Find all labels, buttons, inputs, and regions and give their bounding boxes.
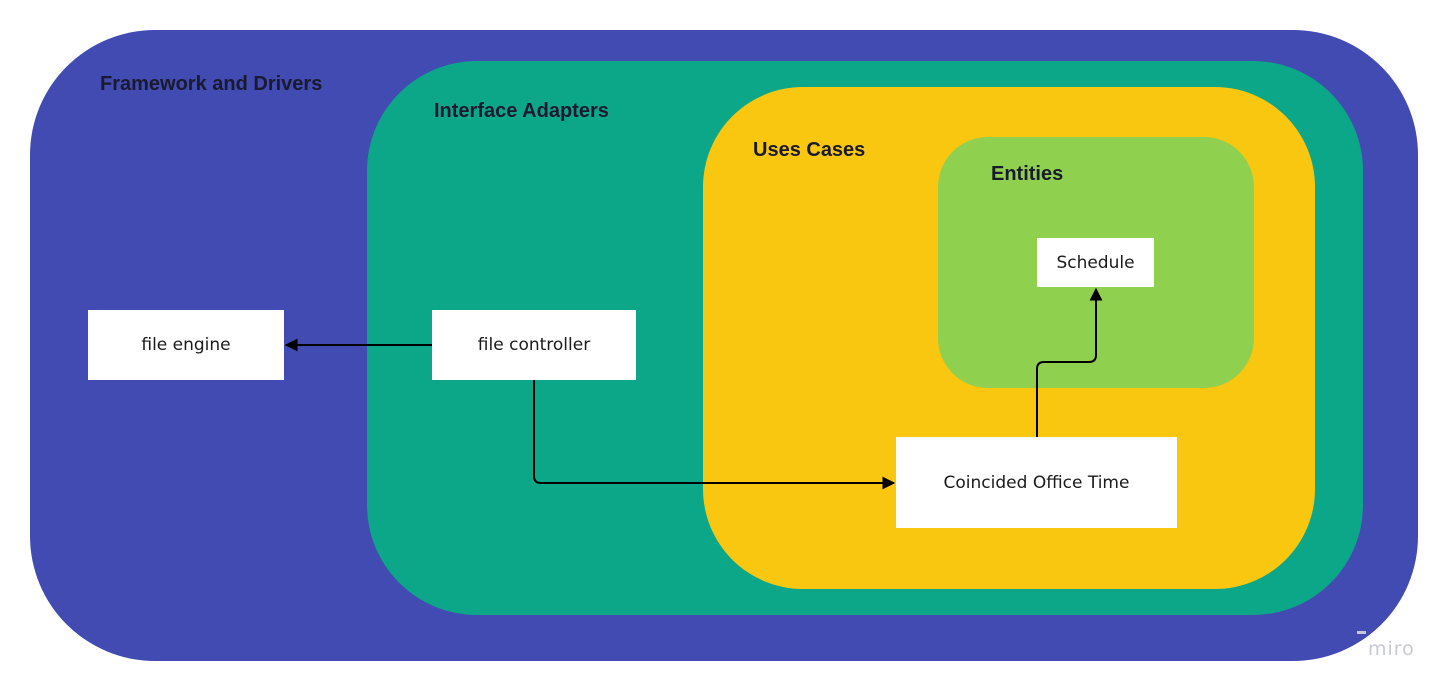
coincided-office-time-box[interactable]: Coincided Office Time — [896, 437, 1177, 528]
usecases-title: Uses Cases — [753, 139, 866, 161]
schedule-box[interactable]: Schedule — [1037, 238, 1154, 287]
miro-logo-icon — [1357, 631, 1366, 634]
entities-title: Entities — [991, 163, 1064, 185]
adapters-title: Interface Adapters — [434, 100, 609, 122]
file-controller-box[interactable]: file controller — [432, 310, 636, 380]
miro-watermark: miro — [1368, 638, 1415, 660]
file-engine-box[interactable]: file engine — [88, 310, 284, 380]
frameworks-title: Framework and Drivers — [100, 73, 323, 95]
